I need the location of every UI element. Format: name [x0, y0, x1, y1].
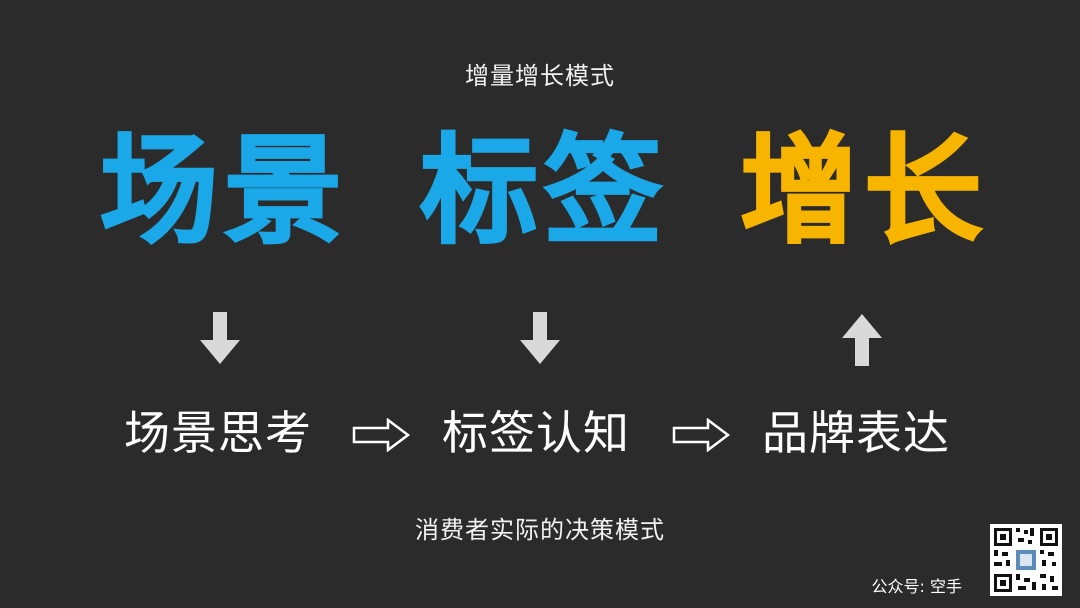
bottom-caption: 消费者实际的决策模式: [415, 516, 665, 544]
watermark: 公众号: 空手: [871, 577, 962, 596]
keyword-scene: 场景: [99, 122, 349, 260]
arrow-down-icon: [200, 312, 240, 364]
arrow-down-icon: [520, 312, 560, 364]
arrow-up-icon: [842, 314, 882, 366]
step-brand-expression: 品牌表达: [762, 406, 950, 460]
step-tag-cognition: 标签认知: [442, 406, 630, 460]
hollow-right-arrow-icon: [672, 418, 730, 452]
keyword-growth: 增长: [739, 122, 989, 260]
hollow-right-arrow-icon: [352, 418, 410, 452]
step-scene-thinking: 场景思考: [124, 406, 312, 460]
qr-code-icon: [990, 524, 1062, 596]
page-title: 增量增长模式: [465, 62, 615, 90]
keyword-tag: 标签: [419, 122, 669, 260]
